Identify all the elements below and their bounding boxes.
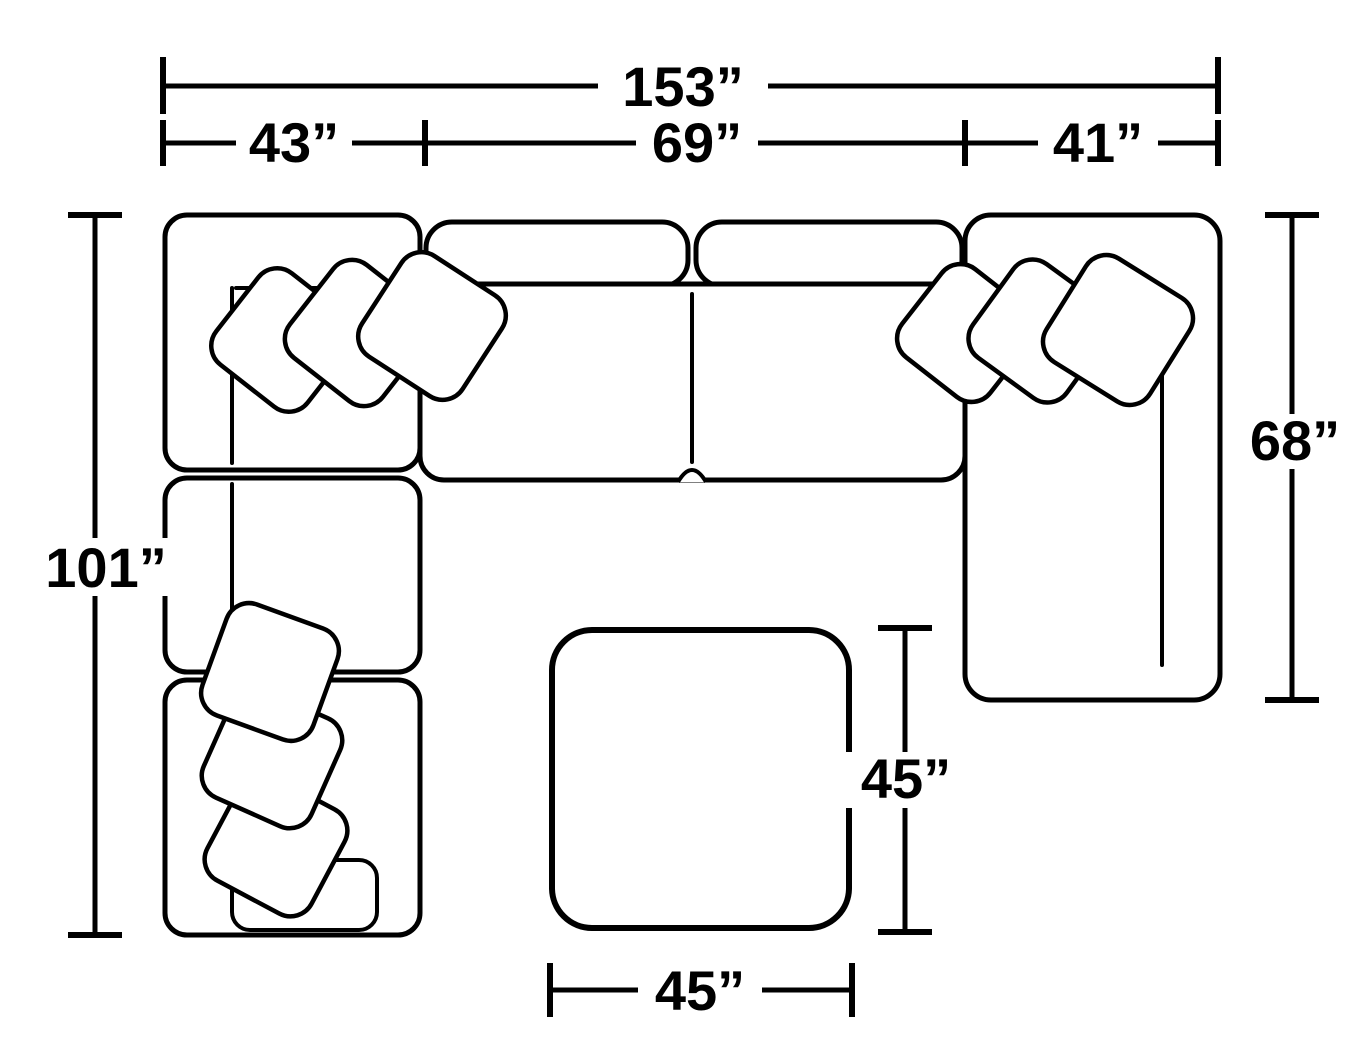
pillows: [198, 249, 1196, 919]
dimension-ottoman-depth: 45”: [844, 625, 968, 935]
dim-label-right-section-width: 41”: [1053, 111, 1143, 174]
dim-label-right-depth: 68”: [1250, 409, 1340, 472]
dim-label-left-section-width: 43”: [249, 111, 339, 174]
dim-label-ottoman-width: 45”: [655, 959, 745, 1022]
center-seat-notch: [676, 468, 708, 484]
throw-pillow: [198, 600, 342, 744]
dimension-ottoman-width: 45”: [547, 959, 855, 1022]
dimension-section-widths: 43” 69” 41”: [160, 111, 1221, 174]
dimension-total-width: 153”: [160, 55, 1221, 118]
ottoman: [549, 627, 852, 931]
dim-label-left-depth: 101”: [45, 536, 166, 599]
throw-pillow: [355, 249, 509, 403]
throw-pillow: [1040, 252, 1196, 408]
dimension-left-depth: 101”: [38, 212, 174, 938]
center-back-cushion-right: [693, 219, 965, 289]
dim-label-ottoman-depth: 45”: [861, 747, 951, 810]
dimension-right-depth: 68”: [1235, 212, 1350, 703]
dim-label-center-section-width: 69”: [652, 111, 742, 174]
dim-label-total-width: 153”: [622, 55, 743, 118]
